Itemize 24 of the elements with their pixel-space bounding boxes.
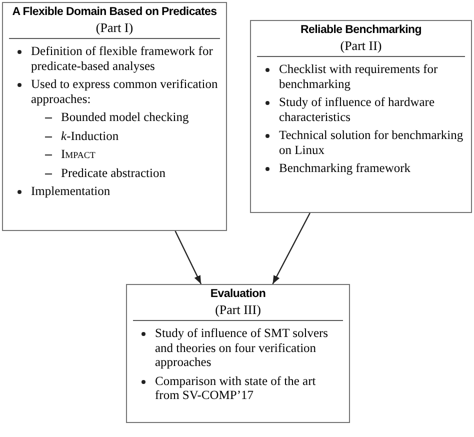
sub-list-item: k-Induction bbox=[61, 128, 220, 143]
part-label: (Part II) bbox=[257, 38, 465, 57]
list-item: Comparison with state of the art from SV-COMP’17 bbox=[155, 374, 343, 402]
part-label: (Part I) bbox=[9, 20, 220, 39]
section-box bbox=[250, 20, 472, 213]
section-title: Evaluation bbox=[209, 287, 267, 302]
list-item: Definition of flexible framework for predicate-based analyses bbox=[31, 44, 220, 73]
section-title: A Flexible Domain Based on Predicates bbox=[11, 5, 218, 20]
list-item: Checklist with requirements for benchmarking bbox=[279, 62, 465, 91]
arrow bbox=[272, 212, 310, 284]
list-item: Benchmarking framework bbox=[279, 161, 465, 176]
sub-list-item: Predicate abstraction bbox=[61, 166, 220, 180]
list-item: Study of influence of SMT solvers and theories on four verification approaches bbox=[155, 326, 343, 370]
sub-list-item: Bounded model checking bbox=[61, 110, 220, 124]
section-box bbox=[126, 284, 350, 423]
part-label: (Part III) bbox=[133, 302, 343, 321]
list-item: Implementation bbox=[31, 184, 220, 198]
arrow bbox=[174, 230, 202, 284]
list-item: Used to express common verification approaches: bbox=[31, 77, 220, 106]
sub-list-item: Impact bbox=[61, 147, 220, 162]
list-item: Technical solution for benchmarking on Linux bbox=[279, 128, 465, 157]
section-title: Reliable Benchmarking bbox=[300, 23, 422, 38]
section-box bbox=[2, 2, 227, 231]
list-item: Study of influence of hardware characteristics bbox=[279, 95, 465, 124]
